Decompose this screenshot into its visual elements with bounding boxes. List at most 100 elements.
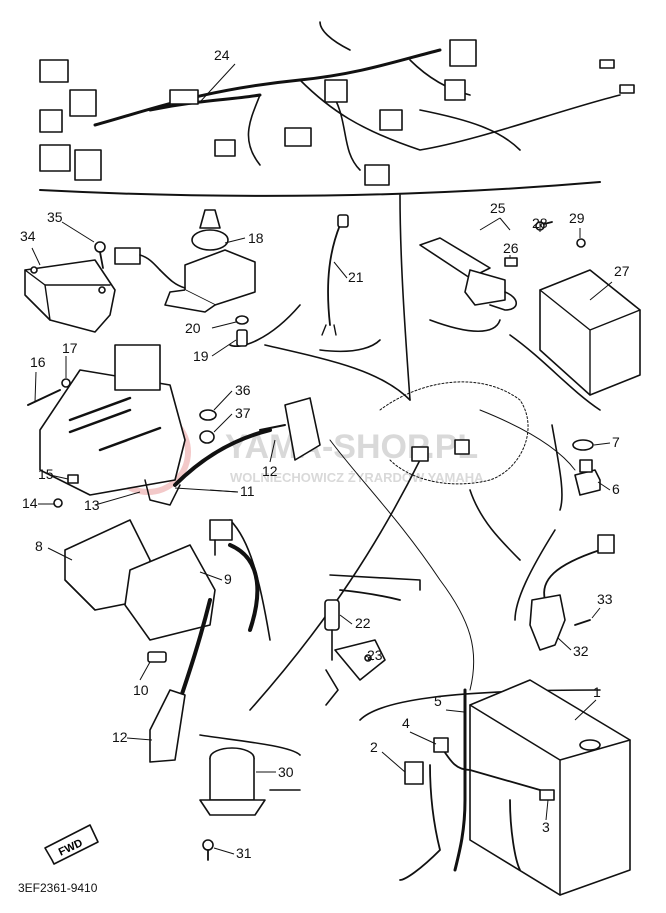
harness-terminal xyxy=(599,59,615,69)
battery xyxy=(469,679,631,896)
harness-connector xyxy=(449,39,477,67)
leader-line xyxy=(557,637,572,651)
leader-line xyxy=(94,491,141,506)
callout-11: 11 xyxy=(240,483,255,499)
leader-line xyxy=(213,413,233,433)
leader-line xyxy=(339,614,353,625)
diagram-code: 3EF2361-9410 xyxy=(18,881,98,895)
battery-clip-2 xyxy=(404,761,424,785)
harness-connector xyxy=(74,149,102,181)
leader-line xyxy=(211,321,237,329)
watermark-text: YAMA-SHOP.PL xyxy=(225,428,478,466)
harness-connector xyxy=(284,127,312,147)
frame-connector xyxy=(411,446,429,462)
harness-terminal xyxy=(619,84,635,94)
leader-line xyxy=(213,390,233,411)
watermark: YAMA-SHOP.PL WOLNIECHOWICZ ŻYRARDÓW YAMA… xyxy=(105,409,484,495)
leader-line xyxy=(31,247,41,266)
spark-plug-cap-upper xyxy=(173,397,321,487)
harness-connector xyxy=(69,89,97,117)
callout-33: 33 xyxy=(597,591,613,607)
bolt-35 xyxy=(94,241,106,269)
callout-10: 10 xyxy=(133,682,149,698)
callout-13: 13 xyxy=(84,497,100,513)
leader-line xyxy=(139,661,151,681)
callout-32: 32 xyxy=(573,643,589,659)
leader-line xyxy=(545,799,549,821)
harness-connector xyxy=(324,79,348,103)
leader-line xyxy=(499,217,511,231)
leader-line xyxy=(269,439,276,463)
fuse-holder xyxy=(419,237,518,311)
fuse-26 xyxy=(504,257,518,267)
callout-23: 23 xyxy=(367,647,383,663)
leader-line xyxy=(213,847,235,855)
callout-34: 34 xyxy=(20,228,36,244)
leader-line xyxy=(597,481,611,491)
harness-connector xyxy=(364,164,390,186)
harness-connector xyxy=(379,109,403,131)
spark-plug-cap-lower xyxy=(149,543,260,763)
main-switch xyxy=(114,209,256,313)
nut-37 xyxy=(199,430,215,444)
callout-3: 3 xyxy=(542,819,550,835)
callout-31: 31 xyxy=(236,845,252,861)
bolt-15 xyxy=(67,474,79,484)
callout-14: 14 xyxy=(22,495,38,511)
callout-2: 2 xyxy=(370,739,378,755)
callout-16: 16 xyxy=(30,354,46,370)
rectifier-regulator xyxy=(24,259,116,333)
callout-12-lower: 12 xyxy=(112,729,128,745)
leader-line xyxy=(199,571,223,581)
callout-25: 25 xyxy=(490,200,506,216)
callout-36: 36 xyxy=(235,382,251,398)
ignition-coil-assembly xyxy=(39,344,186,506)
frame-connector xyxy=(454,439,470,455)
leader-line xyxy=(479,217,501,231)
callout-20: 20 xyxy=(185,320,201,336)
callout-6: 6 xyxy=(612,481,620,497)
callout-27: 27 xyxy=(614,263,630,279)
leader-line xyxy=(49,474,69,480)
callout-labels: 1 2 3 4 5 6 7 8 9 10 11 12 12 13 14 15 1… xyxy=(20,47,630,861)
harness-connector xyxy=(444,79,466,101)
harness-sleeve xyxy=(169,89,199,105)
leader-line xyxy=(381,751,406,773)
screw-31 xyxy=(202,839,214,861)
callout-24: 24 xyxy=(214,47,230,63)
harness-connector xyxy=(39,144,71,172)
callout-29: 29 xyxy=(569,210,585,226)
callout-12-upper: 12 xyxy=(262,463,278,479)
harness-connector xyxy=(39,109,63,133)
nut-29 xyxy=(576,238,586,248)
harness-connector xyxy=(214,139,236,157)
frame-outline xyxy=(329,381,576,691)
ignition-coil-9 xyxy=(124,519,233,641)
screw-33 xyxy=(574,619,591,626)
nut-20 xyxy=(235,315,249,325)
callout-30: 30 xyxy=(278,764,294,780)
bolt-14 xyxy=(53,498,63,508)
callout-37: 37 xyxy=(235,405,251,421)
switch-connector xyxy=(597,534,615,554)
callout-35: 35 xyxy=(47,209,63,225)
leader-line xyxy=(211,339,237,357)
leader-line xyxy=(445,709,465,713)
callout-26: 26 xyxy=(503,240,519,256)
battery-leads xyxy=(399,688,555,881)
callout-17: 17 xyxy=(62,340,78,356)
screw-19 xyxy=(236,329,248,347)
leader-line xyxy=(199,63,236,103)
switch-22 xyxy=(324,589,401,706)
callout-28: 28 xyxy=(532,215,548,231)
leader-line xyxy=(365,655,374,661)
callout-21: 21 xyxy=(348,269,364,285)
leader-line xyxy=(61,221,95,243)
callout-8: 8 xyxy=(35,538,43,554)
leader-line xyxy=(593,442,611,446)
cdi-unit xyxy=(539,269,641,396)
relay-30 xyxy=(199,747,301,816)
callout-22: 22 xyxy=(355,615,371,631)
callout-4: 4 xyxy=(402,715,410,731)
